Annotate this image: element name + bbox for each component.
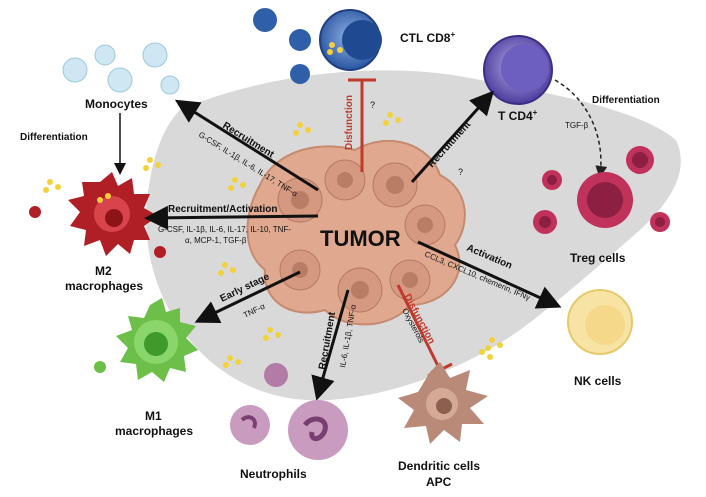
recruit-mono-arrow xyxy=(174,99,319,192)
ctl-cd8-label: CTL CD8+ xyxy=(400,30,455,45)
cytokine-dots xyxy=(43,112,503,368)
activation-nk-arrow xyxy=(417,240,562,309)
dendritic-label-line1: Dendritic cells xyxy=(398,459,480,473)
monocyte-group xyxy=(62,42,180,95)
m1-label-line2: macrophages xyxy=(115,424,193,438)
treg-label: Treg cells xyxy=(570,251,626,265)
recruit-m2-label: Recruitment/Activation xyxy=(168,204,277,215)
m2-label-line1: M2 xyxy=(95,264,112,278)
ctl-disfunction-label: Disfunction xyxy=(344,95,355,150)
nk-cell xyxy=(567,289,633,355)
m1-macrophage xyxy=(94,298,198,382)
dc-inhibition-line xyxy=(396,284,442,371)
diff-treg-label: Differentiation xyxy=(592,95,660,106)
dendritic-cell xyxy=(398,349,493,444)
recruit-m2-factors-2: α, MCP-1, TGF-β xyxy=(185,236,247,245)
neutrophil-group xyxy=(230,363,348,460)
tumor-mass xyxy=(246,140,466,326)
recruit-m2-arrow xyxy=(144,205,319,230)
recruit-m2-factors-1: G-CSF, IL-1β, IL-6, IL-17, IL-10, TNF- xyxy=(158,225,291,234)
t-cd4-cell xyxy=(483,35,553,105)
diff-treg-arrow xyxy=(554,79,608,178)
t-cd4-label: T CD4+ xyxy=(498,108,538,123)
recruit-neut-arrow xyxy=(311,289,350,401)
recruit-tcd4-arrow xyxy=(410,90,495,184)
diff-mono-label: Differentiation xyxy=(20,132,88,143)
nk-label: NK cells xyxy=(574,374,622,388)
early-m1-arrow xyxy=(194,270,301,324)
treg-cell-group xyxy=(533,146,670,234)
question-mark-1: ? xyxy=(370,100,375,110)
m1-label-line1: M1 xyxy=(145,409,162,423)
diff-treg-factor: TGF-β xyxy=(565,121,589,130)
m2-macrophage xyxy=(29,172,166,258)
question-mark-2: ? xyxy=(458,167,463,177)
m2-label-line2: macrophages xyxy=(65,279,143,293)
tumor-label: TUMOR xyxy=(320,226,401,251)
neutrophils-label: Neutrophils xyxy=(240,467,307,481)
dendritic-label-line2: APC xyxy=(426,475,452,489)
ctl-cd8-cell-group xyxy=(253,8,382,84)
monocytes-label: Monocytes xyxy=(85,97,148,111)
